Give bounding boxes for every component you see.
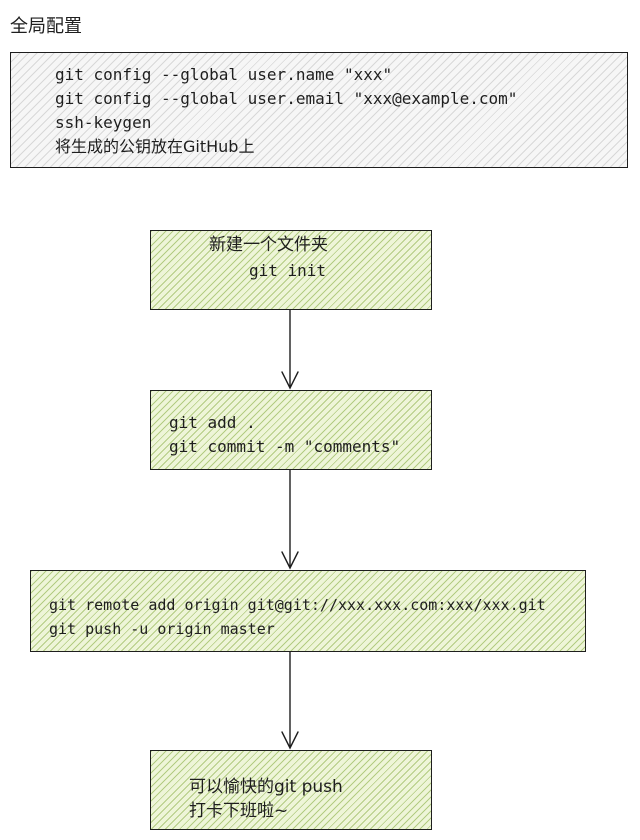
step-remote-line-2: git push -u origin master <box>49 620 275 638</box>
arrow-step2-to-step3 <box>281 469 299 570</box>
page-title: 全局配置 <box>10 16 82 37</box>
config-lines: git config --global user.name "xxx" git … <box>55 63 517 159</box>
step-init-line-2: git init <box>249 261 327 280</box>
config-line-username: git config --global user.name "xxx" <box>55 65 393 84</box>
global-config-box: git config --global user.name "xxx" git … <box>10 52 628 168</box>
config-line-github-key: 将生成的公钥放在GitHub上 <box>55 137 255 156</box>
step-commit-line-2: git commit -m "comments" <box>169 437 401 456</box>
config-line-email: git config --global user.email "xxx@exam… <box>55 89 518 108</box>
step-push-line-2: 打卡下班啦~ <box>189 801 289 821</box>
step-remote-line-1: git remote add origin git@git://xxx.xxx.… <box>49 596 546 614</box>
config-line-ssh-keygen: ssh-keygen <box>55 113 152 132</box>
step-init-line-1: 新建一个文件夹 <box>209 235 328 255</box>
step-commit-line-1: git add . <box>169 413 256 432</box>
arrow-step3-to-step4 <box>281 651 299 750</box>
step-push-line-1: 可以愉快的git push <box>189 777 343 797</box>
step-init-box: 新建一个文件夹 git init <box>150 230 432 310</box>
step-push-box: 可以愉快的git push 打卡下班啦~ <box>150 750 432 830</box>
step-commit-box: git add . git commit -m "comments" <box>150 390 432 470</box>
step-remote-box: git remote add origin git@git://xxx.xxx.… <box>30 570 586 652</box>
arrow-step1-to-step2 <box>281 309 299 390</box>
